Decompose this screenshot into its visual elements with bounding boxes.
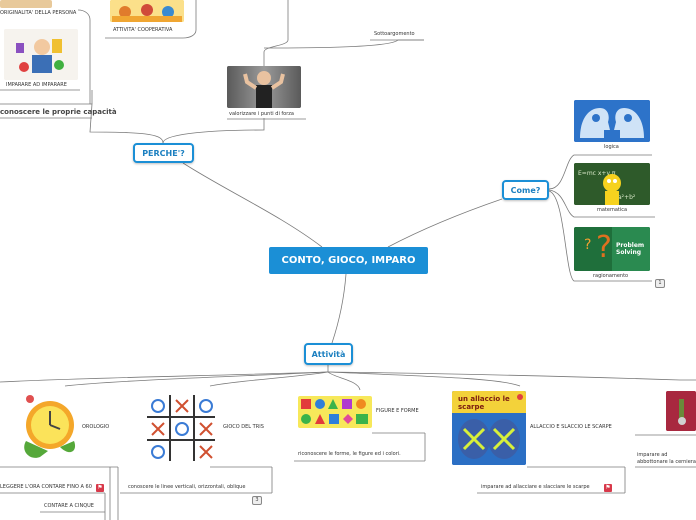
- topic-perche-label: PERCHE'?: [142, 148, 185, 158]
- capacita-label: conoscere le proprie capacità: [0, 108, 117, 116]
- central-topic[interactable]: CONTO, GIOCO, IMPARO: [269, 247, 428, 274]
- svg-text:a²+b²: a²+b²: [618, 194, 636, 201]
- topic-attivita-label: Attività: [311, 349, 346, 359]
- scarpe-label: ALLACCIO E SLACCIO LE SCARPE: [530, 424, 612, 430]
- leggere-ora-label: LEGGERE L'ORA CONTARE FINO A 60: [0, 484, 92, 490]
- originalita-label: ORIGINALITA' DELLA PERSONA: [0, 10, 77, 16]
- orologio-label: OROLOGIO: [82, 424, 110, 430]
- matematica-label: matematica: [597, 207, 628, 213]
- come-collapsed-badge[interactable]: 1: [655, 279, 665, 288]
- punti-forza-image: [227, 66, 301, 108]
- flag-icon: ⚑: [604, 484, 612, 492]
- problem-solving-text: Problem Solving: [616, 242, 645, 256]
- flag-icon: ⚑: [96, 484, 104, 492]
- matematica-image: E=mc x+y π a²+b²: [574, 163, 650, 205]
- cerniera-label: imparare ad abbottonare la cerniera: [637, 452, 696, 465]
- contare-cinque-label: CONTARE A CINQUE: [44, 503, 94, 509]
- scarpe-image: un allaccio le scarpe: [452, 391, 526, 465]
- topic-come-label: Come?: [510, 185, 541, 195]
- cooperativa-image: [110, 0, 184, 22]
- topic-attivita[interactable]: Attività: [304, 343, 353, 365]
- svg-text:?: ?: [584, 237, 591, 253]
- logica-label: logica: [604, 144, 619, 150]
- tris-collapsed-badge[interactable]: 3: [252, 496, 262, 505]
- svg-text:?: ?: [596, 230, 612, 265]
- ragionamento-image: ?? Problem Solving: [574, 227, 650, 271]
- central-topic-label: CONTO, GIOCO, IMPARO: [281, 255, 416, 266]
- orologio-image: [20, 391, 78, 463]
- tris-image: [143, 391, 219, 465]
- forme-desc-label: riconoscere le forme, le figure ed i col…: [298, 451, 401, 457]
- figure-forme-image: [298, 396, 372, 428]
- punti-forza-label: valorizzare i punti di forza: [229, 111, 294, 117]
- svg-text:E=mc x+y π: E=mc x+y π: [578, 170, 616, 177]
- allacciare-label: imparare ad allacciare e slacciare le sc…: [481, 484, 590, 490]
- tris-label: GIOCO DEL TRIS: [223, 424, 264, 430]
- topic-come[interactable]: Come?: [502, 180, 549, 200]
- cooperativa-label: ATTIVITA' COOPERATIVA: [113, 27, 173, 33]
- originalita-image: [0, 0, 52, 8]
- imparare-label: IMPARARE AD IMPARARE: [6, 82, 67, 88]
- sottoargomento-label: Sottoargomento: [374, 31, 415, 37]
- figure-forme-label: FIGURE E FORME: [376, 408, 419, 414]
- logica-image: [574, 100, 650, 142]
- ragionamento-label: ragionamento: [593, 273, 629, 279]
- linee-label: conoscere le linee verticali, orizzontal…: [128, 484, 246, 490]
- scarpe-book-title: un allaccio le scarpe: [458, 395, 510, 411]
- topic-perche[interactable]: PERCHE'?: [133, 143, 194, 163]
- cerniera-image: [666, 391, 696, 431]
- imparare-image: [4, 29, 78, 80]
